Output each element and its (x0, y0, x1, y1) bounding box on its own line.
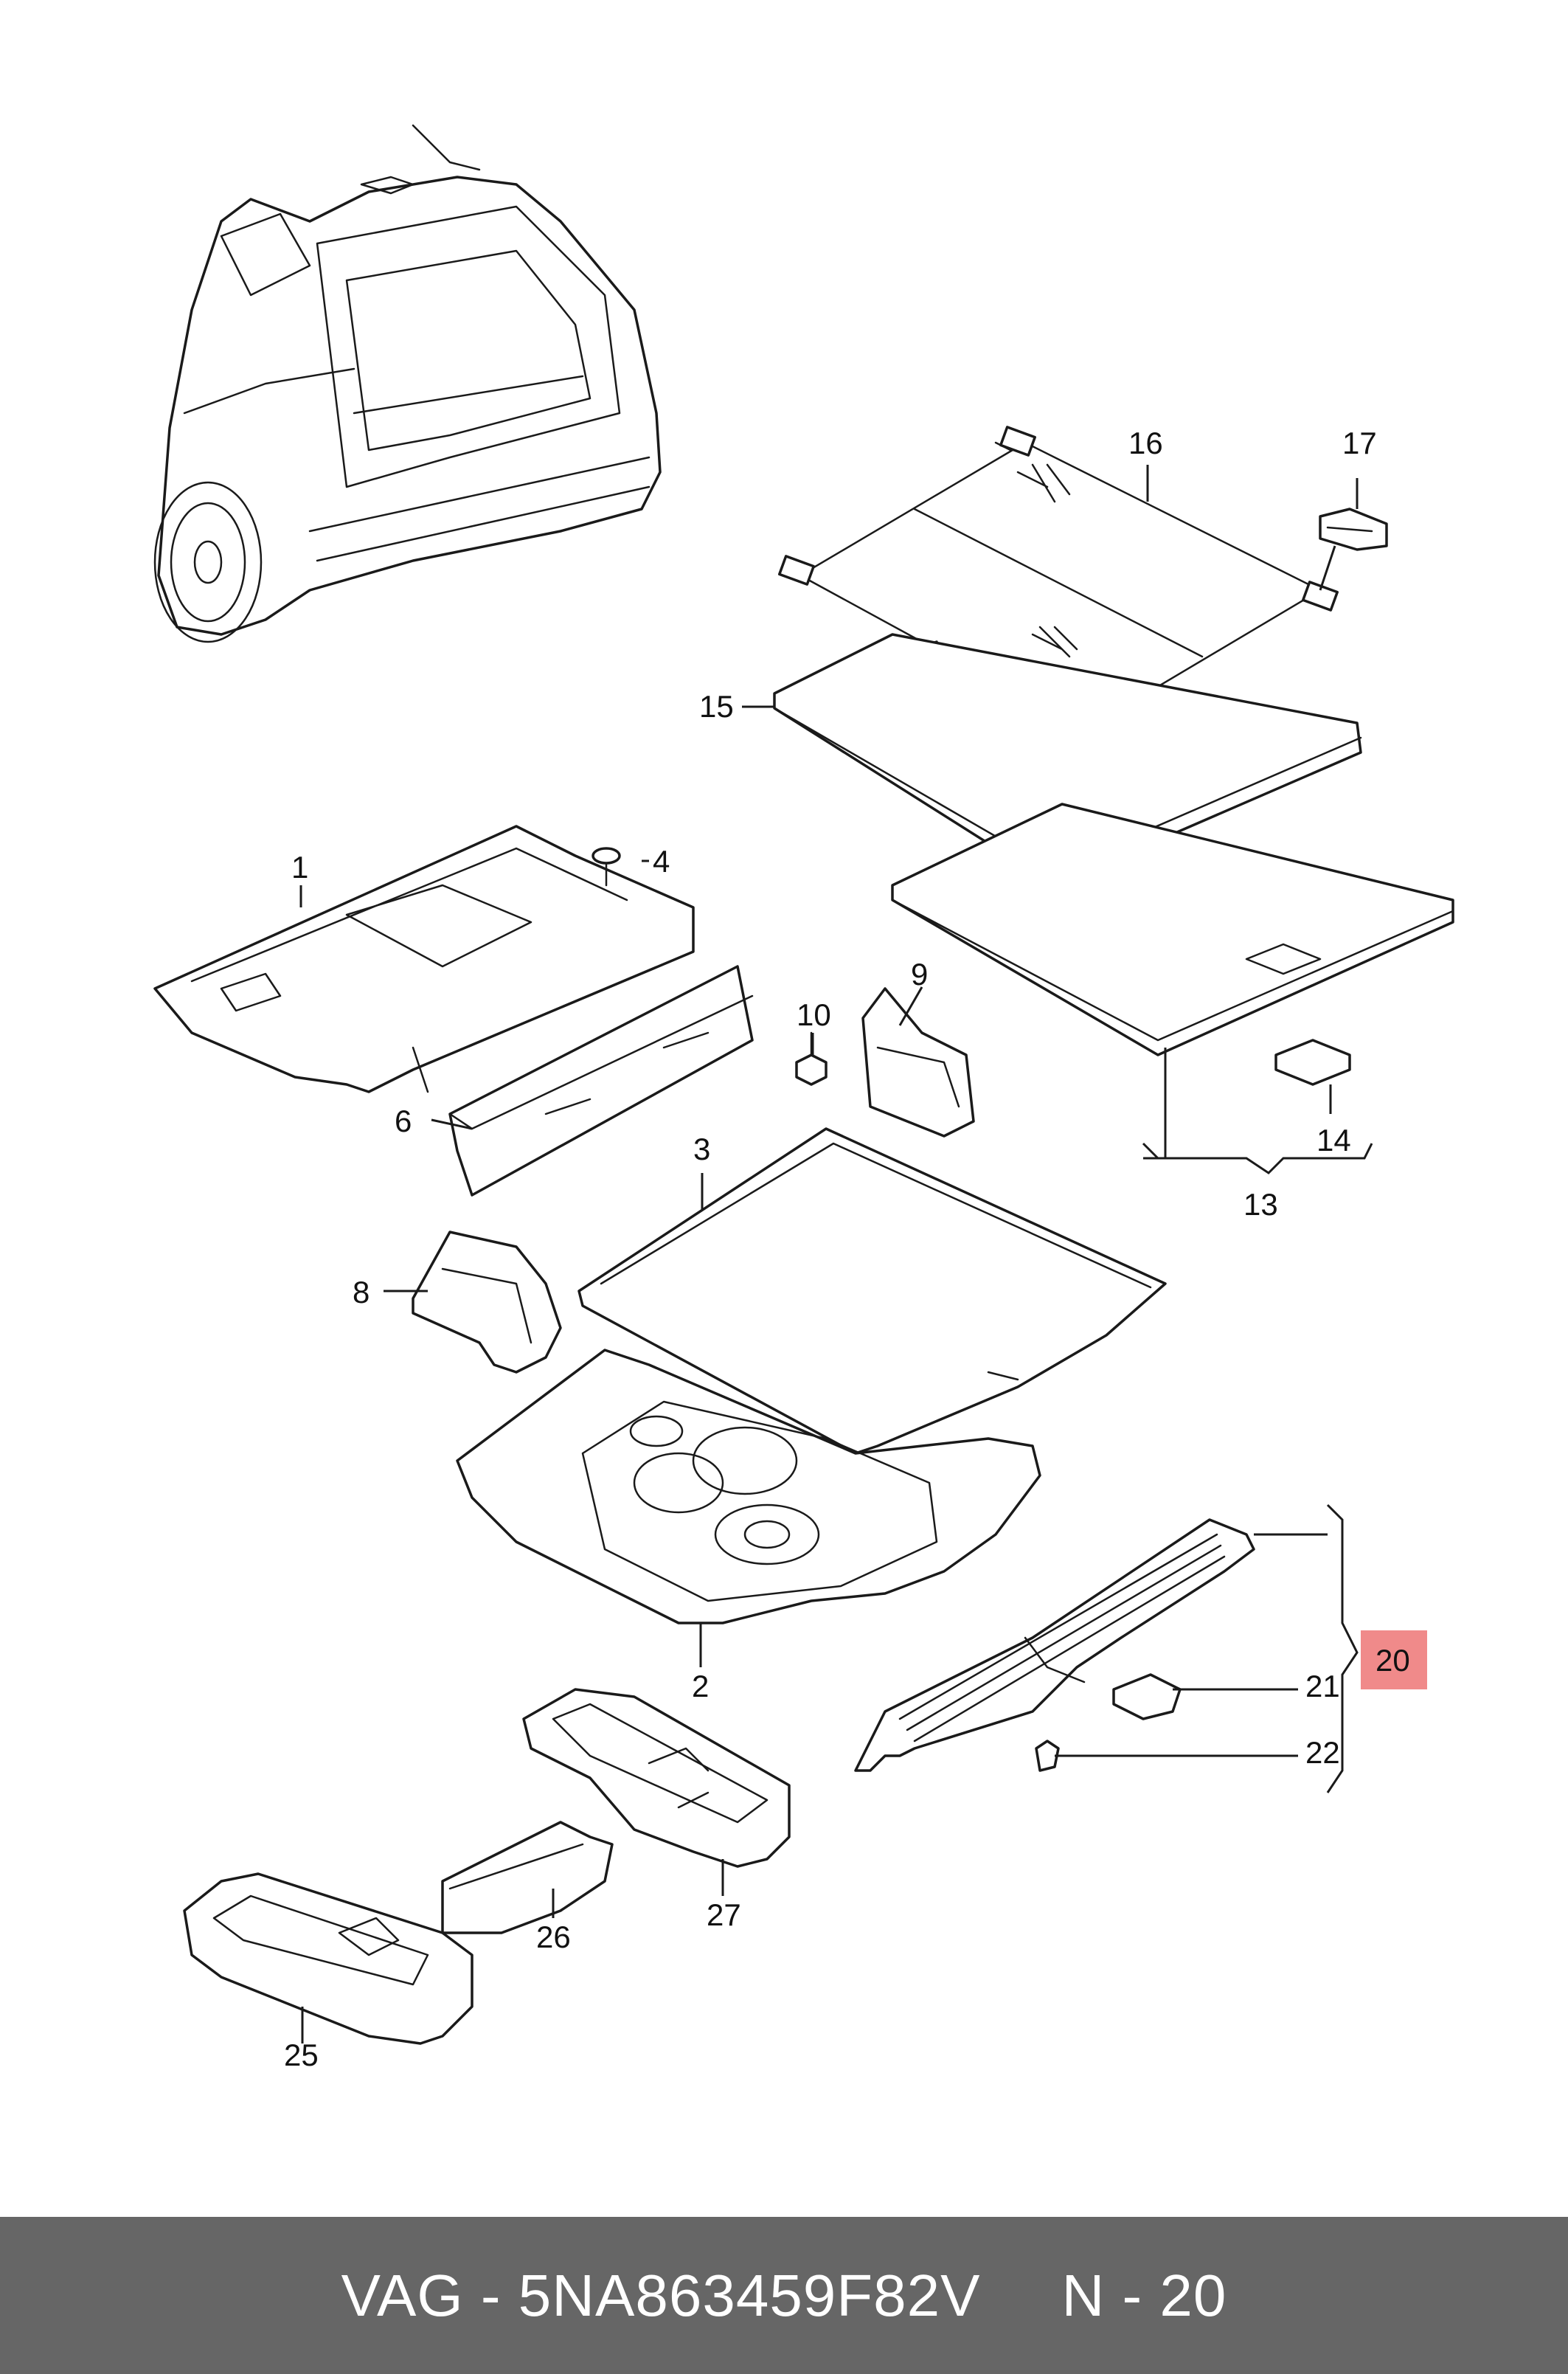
label-27: 27 (707, 1897, 741, 1932)
part-8-side-panel (412, 1231, 562, 1374)
label-15: 15 (699, 689, 734, 724)
part-2-trunk-well (456, 1349, 1041, 1624)
part-26-foam-insert (441, 1821, 614, 1934)
footer-part-number: 5NA863459F82V (518, 2262, 981, 2328)
label-17: 17 (1342, 426, 1377, 460)
label-4: 4 (653, 844, 670, 879)
part-27-storage-box (522, 1688, 791, 1868)
part-1-rear-panel (153, 825, 695, 1093)
label-9: 9 (911, 957, 928, 992)
label-21: 21 (1305, 1669, 1340, 1703)
label-20: 20 (1376, 1643, 1410, 1678)
part-3-floor-cover (577, 1127, 1167, 1455)
part-13-load-floor (891, 803, 1454, 1056)
leader-lines (299, 465, 1373, 2043)
vehicle-illustration (153, 124, 662, 643)
footer-position: N - 20 (1061, 2262, 1227, 2328)
part-4-pin (592, 847, 621, 887)
footer-brand: VAG (341, 2262, 464, 2328)
part-22-clip (1035, 1740, 1060, 1772)
label-26: 26 (536, 1920, 571, 1954)
footer-separator: - (463, 2262, 518, 2328)
part-6-sill-trim (448, 965, 754, 1197)
label-1: 1 (291, 850, 308, 885)
part-21-bracket (1112, 1673, 1182, 1720)
callout-labels: 1 2 3 4 6 8 9 10 13 14 15 16 17 20 21 22… (284, 426, 1410, 2072)
part-20-loading-edge-trim (854, 1518, 1255, 1772)
highlight-20 (1361, 1630, 1427, 1689)
label-13: 13 (1243, 1187, 1278, 1222)
label-22: 22 (1305, 1735, 1340, 1770)
parts-diagram: 1 2 3 4 6 8 9 10 13 14 15 16 17 20 21 22… (153, 124, 1454, 2072)
label-3: 3 (693, 1132, 710, 1166)
part-10-bolt (795, 1031, 828, 1086)
label-2: 2 (692, 1669, 709, 1703)
footer-bar: VAG - 5NA863459F82V N - 20 (0, 2217, 1568, 2374)
label-10: 10 (797, 997, 831, 1032)
label-25: 25 (284, 2038, 319, 2072)
label-16: 16 (1128, 426, 1163, 460)
part-25-foam-tray (183, 1872, 473, 2045)
label-8: 8 (353, 1275, 370, 1309)
label-6: 6 (395, 1104, 412, 1138)
label-14: 14 (1317, 1123, 1351, 1157)
part-14-cap (1274, 1039, 1351, 1086)
part-9-bracket (861, 987, 975, 1138)
part-17-clip (1319, 508, 1388, 551)
